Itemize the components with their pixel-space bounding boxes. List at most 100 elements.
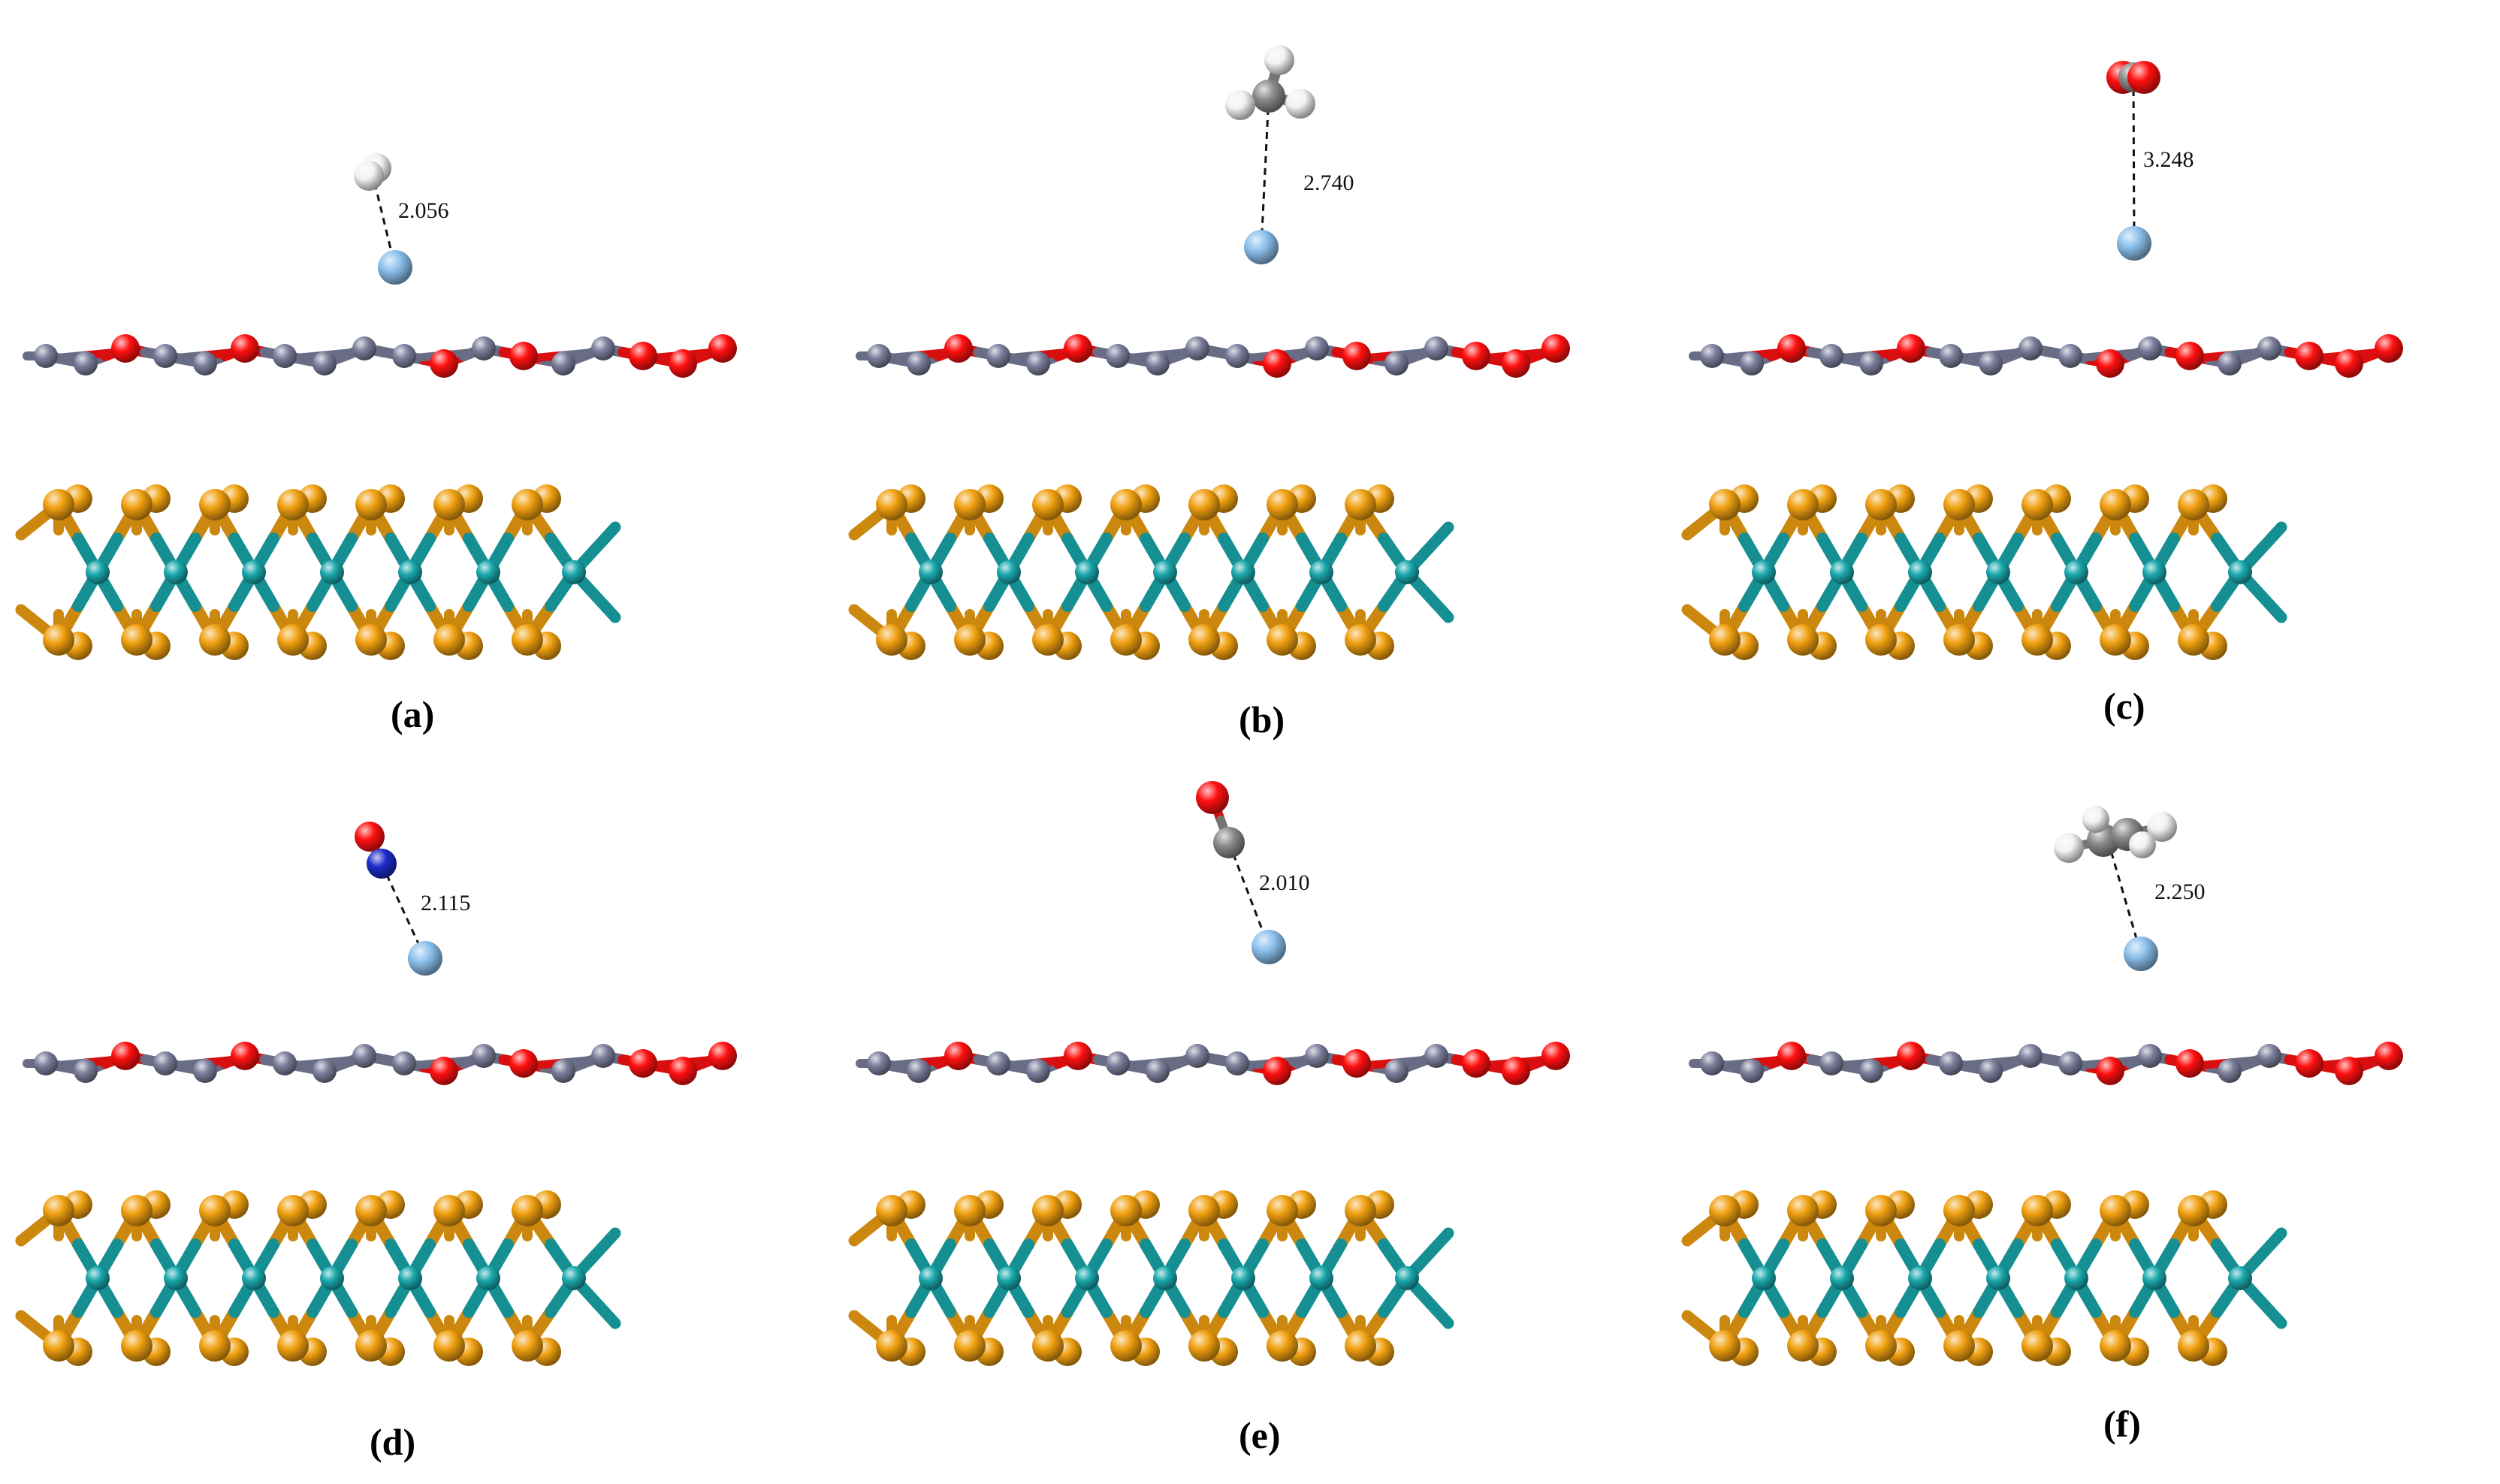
carbon-atom	[907, 1059, 931, 1083]
hydrogen-atom	[1225, 90, 1255, 120]
oxygen-atom	[1541, 1042, 1570, 1070]
sulfur-atom	[355, 1195, 387, 1226]
molecule-h2	[354, 153, 391, 191]
hydrogen-atom	[1285, 89, 1315, 119]
sulfur-atom	[512, 1330, 543, 1362]
carbon-atom	[986, 1051, 1010, 1075]
carbon-atom	[312, 351, 337, 376]
sulfur-atom	[1943, 1330, 1975, 1362]
sulfur-atom	[43, 1195, 74, 1226]
carbon-atom	[1146, 351, 1170, 376]
sulfur-atom	[1709, 489, 1741, 520]
molybdenum-atom	[320, 560, 344, 584]
oxygen-atom	[944, 334, 973, 363]
sulfur-atom	[1865, 489, 1897, 520]
sulfur-atom	[1943, 489, 1975, 520]
carbon-atom	[1819, 1051, 1843, 1075]
sulfur-atom	[277, 489, 309, 520]
oxygen-atom	[629, 342, 657, 370]
oxygen-atom	[2335, 349, 2363, 378]
sulfur-atom	[1110, 1195, 1142, 1226]
molybdenum-atom	[1830, 1266, 1854, 1290]
sulfur-atom	[1345, 1330, 1376, 1362]
sulfur-atom	[1267, 489, 1298, 520]
carbon-atom	[1424, 1044, 1448, 1068]
molybdenum-atom	[2064, 1266, 2088, 1290]
carbon-atom	[1700, 344, 1724, 368]
molybdenum-atom	[1231, 1266, 1255, 1290]
sulfur-atom	[1267, 1195, 1298, 1226]
oxygen-atom	[1777, 334, 1806, 363]
carbon-atom	[34, 1051, 58, 1075]
distance-line	[2132, 77, 2136, 244]
sulfur-atom	[1188, 1195, 1220, 1226]
carbon-atom	[2018, 1044, 2043, 1068]
molybdenum-atom	[2228, 560, 2252, 584]
carbon-atom	[193, 1059, 217, 1083]
molybdenum-atom	[2142, 1266, 2166, 1290]
panel-label: (a)	[391, 693, 434, 735]
carbon-atom	[2018, 336, 2043, 360]
carbon-atom	[193, 351, 217, 376]
molybdenum-atom	[1986, 1266, 2010, 1290]
sulfur-atom	[1267, 624, 1298, 656]
molybdenum-atom	[242, 560, 266, 584]
oxygen-atom	[231, 1042, 259, 1070]
molybdenum-atom	[1752, 560, 1776, 584]
sulfur-atom	[277, 1330, 309, 1362]
oxygen-atom	[1196, 781, 1229, 814]
sulfur-atom	[1787, 489, 1819, 520]
oxygen-atom	[2175, 342, 2204, 370]
sulfur-atom	[43, 1330, 74, 1362]
carbon-atom	[1740, 351, 1764, 376]
carbon-atom	[34, 344, 58, 368]
molybdenum-atom	[997, 1266, 1021, 1290]
carbon-atom	[986, 344, 1010, 368]
sulfur-atom	[2178, 1330, 2209, 1362]
substrate-sheet	[856, 334, 1570, 378]
oxygen-atom	[2127, 61, 2160, 94]
carbon-atom	[1305, 1044, 1329, 1068]
mos2-layer	[15, 484, 621, 660]
carbon-atom	[312, 1059, 337, 1083]
oxygen-atom	[1263, 349, 1291, 378]
sulfur-atom	[954, 1195, 986, 1226]
carbon-atom	[2138, 1044, 2162, 1068]
molecule-no	[355, 822, 397, 879]
sulfur-atom	[954, 489, 986, 520]
mos2-layer	[848, 484, 1454, 660]
sulfur-atom	[876, 489, 907, 520]
molybdenum-atom	[919, 1266, 943, 1290]
mos2-layer	[1681, 1190, 2287, 1366]
sulfur-atom	[1943, 1195, 1975, 1226]
sulfur-atom	[199, 624, 231, 656]
sulfur-atom	[121, 489, 152, 520]
oxygen-atom	[1342, 342, 1371, 370]
distance-label: 2.010	[1259, 870, 1310, 895]
carbon-atom	[1939, 344, 1963, 368]
carbon-atom	[591, 336, 615, 360]
carbon-atom	[1700, 1051, 1724, 1075]
distance-label: 3.248	[2143, 147, 2194, 172]
molybdenum-atom	[1075, 1266, 1099, 1290]
sulfur-atom	[1110, 624, 1142, 656]
oxygen-atom	[669, 349, 697, 378]
adatom	[2124, 937, 2158, 971]
sulfur-atom	[277, 624, 309, 656]
carbon-atom	[472, 1044, 496, 1068]
adatom	[1244, 230, 1279, 264]
hydrogen-atom	[2147, 812, 2177, 842]
carbon-atom	[1384, 351, 1409, 376]
adatom	[408, 941, 442, 976]
oxygen-atom	[944, 1042, 973, 1070]
oxygen-atom	[2295, 1049, 2323, 1078]
sulfur-atom	[1865, 1195, 1897, 1226]
substrate-sheet	[23, 1042, 737, 1085]
molybdenum-atom	[1153, 560, 1177, 584]
adatom	[1252, 930, 1286, 964]
carbon-atom	[867, 1051, 891, 1075]
molybdenum-atom	[242, 1266, 266, 1290]
sulfur-atom	[1865, 1330, 1897, 1362]
